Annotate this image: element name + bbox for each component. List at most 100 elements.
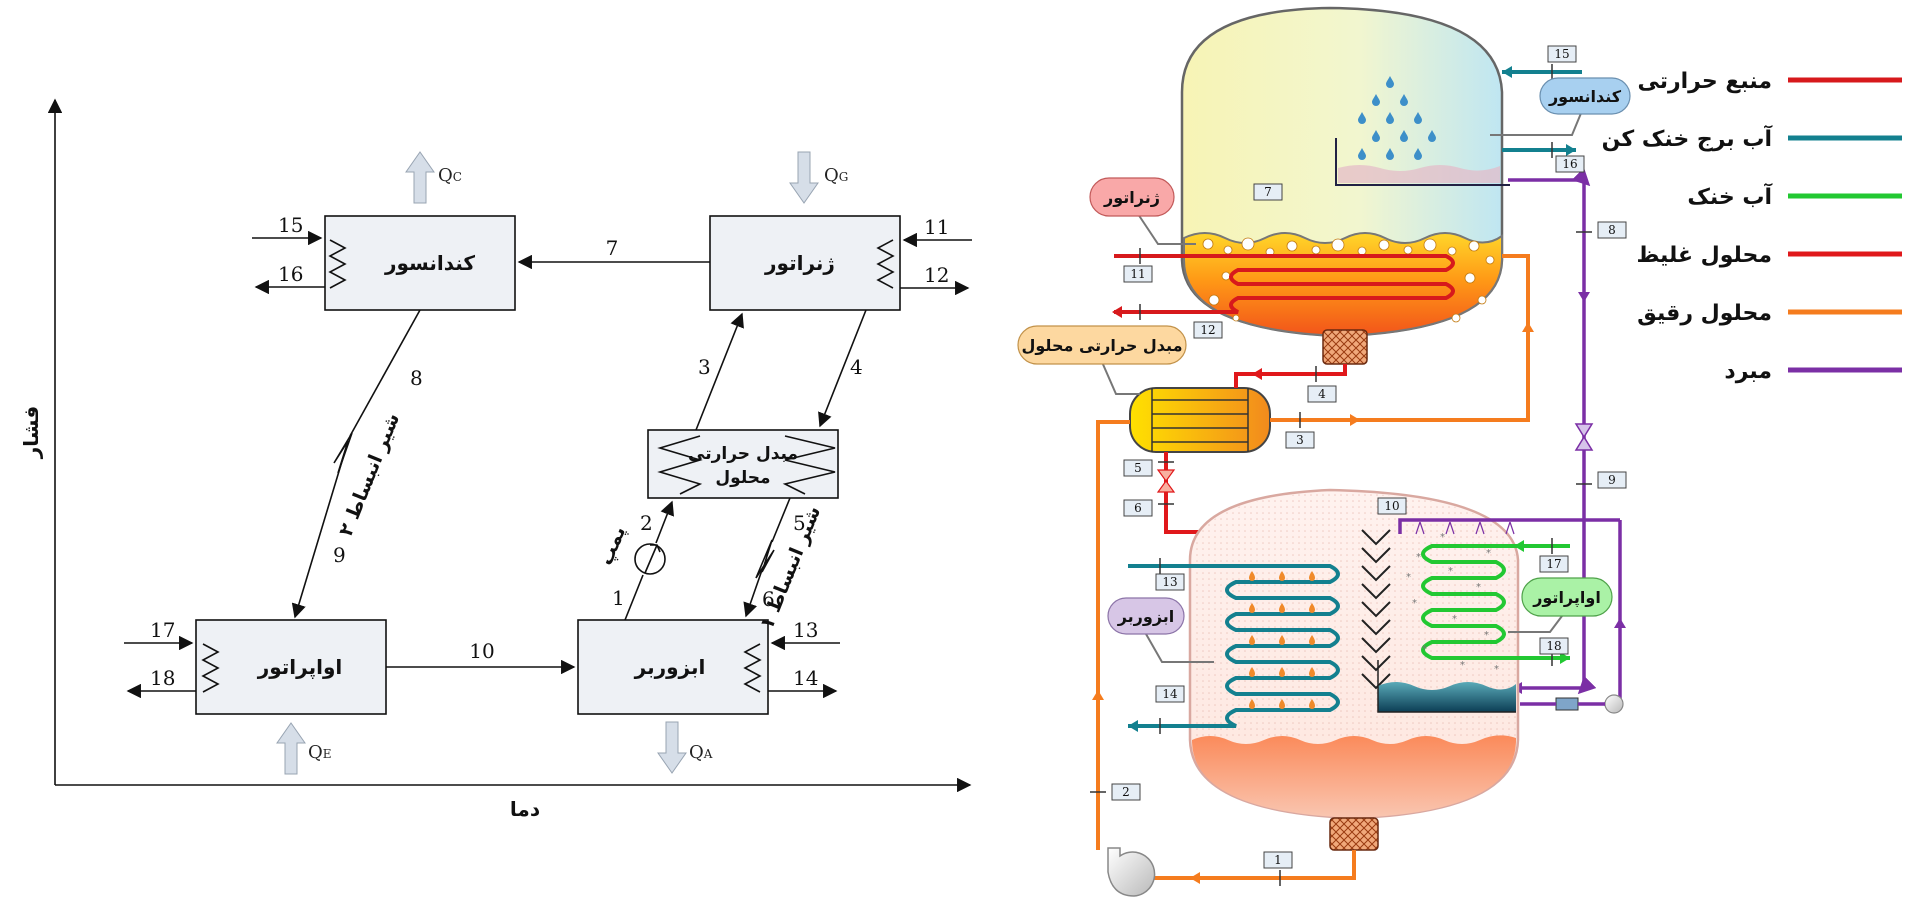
tag-7: 7: [1253, 183, 1283, 201]
generator-box: ژنراتور: [709, 215, 901, 311]
evaporator-label: اواپراتور: [257, 655, 343, 680]
legend-item-cooling-tower: آب برج خنک کن: [1602, 124, 1902, 152]
stream-2-label: 2: [640, 511, 653, 535]
tag-11: 11: [1123, 265, 1153, 283]
tag-1: 1: [1263, 851, 1293, 869]
stream-18-label: 18: [150, 666, 175, 690]
stream-9-label: 9: [333, 543, 346, 567]
stream-10-label: 10: [469, 639, 494, 663]
tag-16: 16: [1555, 155, 1585, 173]
stream-1-label: 1: [612, 586, 625, 610]
svg-text:*: *: [1452, 614, 1457, 625]
callout-shx: مبدل حرارتی محلول: [1017, 325, 1187, 395]
stream-5-label: 5: [793, 511, 806, 535]
stream-14-label: 14: [793, 666, 818, 690]
tag-5: 5: [1123, 459, 1153, 477]
stream-2-line: [655, 500, 674, 544]
absorber-outlet: [1329, 817, 1379, 851]
tag-13: 13: [1155, 573, 1185, 591]
condenser-label: کندانسور: [384, 251, 475, 275]
legend-item-refrigerant: مبرد: [1724, 359, 1902, 384]
tag-14: 14: [1155, 685, 1185, 703]
callout-evaporator: اواپراتور: [1508, 577, 1613, 633]
qe-label: QE: [308, 742, 332, 763]
svg-text:ابزوربر: ابزوربر: [1117, 607, 1175, 626]
legend-label-weak-solution: محلول رقیق: [1637, 301, 1772, 326]
svg-text:*: *: [1440, 532, 1445, 543]
svg-text:2: 2: [1122, 785, 1130, 799]
refrigerant-recirculation: [1604, 520, 1622, 706]
qa-label: QA: [689, 742, 713, 763]
tag-18: 18: [1539, 637, 1569, 655]
chevron-separator: [1361, 529, 1391, 690]
absorber-label: ابزوربر: [634, 655, 706, 679]
svg-text:*: *: [1476, 582, 1481, 593]
callout-absorber: ابزوربر: [1107, 597, 1214, 663]
qg-arrow: [789, 151, 819, 204]
stream-4-label: 4: [850, 355, 863, 379]
stream-11-label: 11: [924, 215, 949, 239]
svg-text:6: 6: [1134, 501, 1142, 515]
stream-6-line: [743, 569, 763, 618]
stream-16-label: 16: [278, 262, 303, 286]
tag-9: 9: [1597, 471, 1627, 489]
refrigerant-expansion-valve: [1574, 423, 1594, 451]
stream-4-line: [818, 309, 867, 428]
svg-text:15: 15: [1554, 47, 1569, 61]
tag-2: 2: [1111, 783, 1141, 801]
stream-8-line: [349, 309, 421, 437]
svg-text:ژنراتور: ژنراتور: [1103, 188, 1160, 207]
svg-text:10: 10: [1384, 499, 1399, 513]
pressure-axis-label: فشار: [19, 406, 43, 459]
tag-6: 6: [1123, 499, 1153, 517]
svg-text:*: *: [1416, 552, 1421, 563]
solution-valve: [1156, 469, 1176, 493]
refrigerant-sprays: [1415, 521, 1515, 535]
condenser-box: کندانسور: [324, 215, 516, 311]
expansion-valve-1-label: شیر انبساط ۱: [756, 503, 825, 632]
expansion-valve-2: [333, 432, 353, 474]
stream-8-label: 8: [410, 366, 423, 390]
tag-15: 15: [1547, 45, 1577, 63]
stream-9-line: [291, 457, 344, 619]
evaporator-pool: [1378, 682, 1516, 712]
absorber-coil: [1128, 564, 1340, 728]
stream-13-label: 13: [793, 618, 818, 642]
legend-item-strong-solution: محلول غلیظ: [1636, 243, 1902, 268]
svg-text:*: *: [1406, 572, 1411, 583]
svg-text:*: *: [1494, 664, 1499, 675]
svg-text:*: *: [1460, 660, 1465, 671]
legend-label-cooling-tower: آب برج خنک کن: [1602, 124, 1773, 152]
svg-text:*: *: [1486, 548, 1491, 559]
expansion-valve-2-label: شیر انبساط ۲: [335, 410, 404, 539]
stream-5-line: [771, 497, 791, 543]
svg-text:5: 5: [1134, 461, 1142, 475]
qc-label: QC: [438, 165, 462, 186]
svg-text:14: 14: [1162, 687, 1178, 701]
generator-coil: [1114, 254, 1455, 314]
svg-text:13: 13: [1162, 575, 1177, 589]
legend-item-chilled-water: آب خنک: [1687, 182, 1902, 210]
qc-arrow: [405, 151, 435, 204]
evaporator-refrigerant-inlet: [1398, 518, 1620, 534]
tag-12: 12: [1193, 321, 1223, 339]
svg-text:17: 17: [1546, 557, 1561, 571]
stream-1-line: [624, 574, 644, 621]
svg-text:اواپراتور: اواپراتور: [1532, 588, 1601, 608]
svg-text:16: 16: [1562, 157, 1577, 171]
svg-text:1: 1: [1274, 853, 1282, 867]
tag-3: 3: [1285, 431, 1315, 449]
generator-outlet: [1322, 329, 1368, 365]
legend: منبع حرارتی آب برج خنک کن آب خنک محلول غ…: [1602, 69, 1902, 384]
schematic: فشار دما کندانسور ژنراتور مبدل حرارتی مح…: [19, 98, 972, 821]
stream-17-label: 17: [150, 618, 175, 642]
svg-text:7: 7: [1264, 185, 1272, 199]
expansion-valve-1: [755, 539, 775, 579]
callout-generator: ژنراتور: [1089, 177, 1196, 245]
legend-label-heat-source: منبع حرارتی: [1637, 69, 1772, 94]
refrigerant-pump: [1604, 694, 1624, 714]
svg-text:12: 12: [1200, 323, 1215, 337]
generator-bubbles: [1202, 237, 1495, 323]
svg-text:مبدل حرارتی محلول: مبدل حرارتی محلول: [1022, 336, 1183, 355]
